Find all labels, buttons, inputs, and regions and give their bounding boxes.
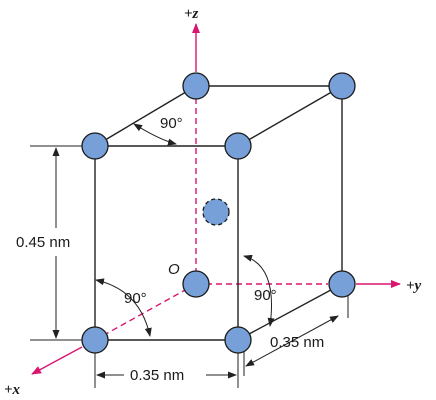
width-y-label: 0.35 nm — [270, 334, 324, 351]
edge-top-left — [94, 85, 197, 147]
atom-bottom-back-right — [328, 270, 356, 298]
atom-origin — [182, 270, 210, 298]
origin-label: O — [168, 261, 180, 278]
atom-top-back-left — [182, 72, 210, 100]
y-axis-label: +y — [406, 278, 422, 294]
atom-top-front-right — [224, 132, 252, 160]
angle-label-top: 90° — [160, 115, 183, 132]
x-axis-arrow — [31, 346, 83, 375]
atom-top-front-left — [81, 132, 109, 160]
atom-top-back-right — [328, 72, 356, 100]
angle-arc-left — [95, 278, 152, 337]
atom-body-center — [202, 198, 230, 226]
x-axis-label: +x — [4, 382, 21, 398]
depth-dim-line — [245, 315, 339, 367]
atom-bottom-front-left — [81, 326, 109, 354]
z-axis-label: +z — [184, 6, 199, 22]
angle-label-left: 90° — [124, 290, 147, 307]
angle-label-right: 90° — [254, 287, 277, 304]
height-label: 0.45 nm — [16, 234, 70, 251]
edge-top-right — [237, 85, 343, 147]
atom-bottom-front-right — [224, 326, 252, 354]
width-x-label: 0.35 nm — [130, 367, 184, 384]
angle-arc-top — [133, 123, 177, 146]
angle-arc-right — [243, 254, 275, 327]
